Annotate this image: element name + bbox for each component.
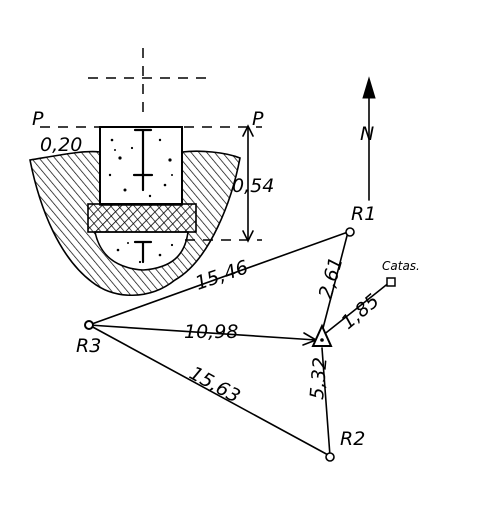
marker-cross-section: P P 0,20 0,54 — [29, 48, 274, 297]
line-r3-r2 — [88, 324, 331, 457]
point-r2 — [325, 452, 335, 462]
point-r3 — [84, 320, 94, 330]
concrete-block — [99, 126, 183, 205]
label-r1: R1 — [351, 203, 376, 225]
catas-marker-icon — [386, 277, 396, 287]
distance-r3-r2: 15,63 — [186, 362, 244, 408]
line-station-catas — [321, 281, 391, 337]
distance-r3-station: 10,98 — [184, 321, 238, 343]
line-station-r1 — [321, 231, 349, 333]
plane-label-left: P — [32, 108, 44, 130]
label-r2: R2 — [340, 428, 365, 450]
lower-marker — [133, 240, 153, 264]
north-label: N — [360, 123, 374, 145]
line-station-r2 — [321, 347, 331, 457]
point-r1 — [345, 227, 355, 237]
line-r3-station — [88, 324, 317, 341]
concrete-base — [94, 231, 189, 271]
depth-label-top: 0,20 — [40, 134, 82, 156]
concrete-speckles — [108, 138, 174, 264]
distance-station-catas: 1,85 — [337, 290, 384, 334]
line-r3-r1 — [88, 231, 349, 326]
gravel-layer — [87, 203, 197, 233]
plane-label-right: P — [252, 108, 264, 130]
label-catas: Catas. — [382, 259, 420, 273]
depth-dimension — [185, 124, 262, 243]
distance-station-r1: 2,61 — [315, 255, 348, 302]
distance-station-r2: 5,32 — [306, 356, 332, 400]
distance-r3-r1: 15,46 — [192, 256, 251, 295]
north-arrow: N — [360, 76, 376, 201]
label-r3: R3 — [76, 335, 101, 357]
depth-label-bottom: 0,54 — [232, 175, 274, 197]
marker-pin — [132, 128, 154, 192]
station-triangle-icon — [311, 323, 333, 347]
